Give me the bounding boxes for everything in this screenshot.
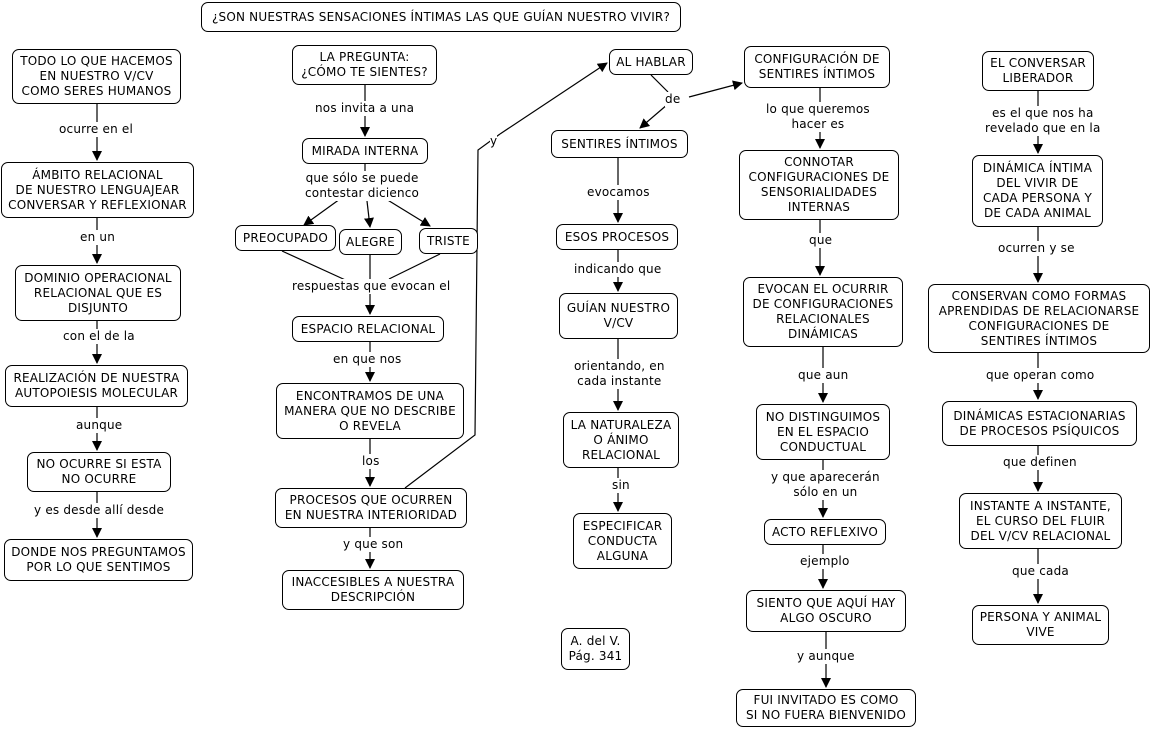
node-guian-nuestro: GUÍAN NUESTRO V/CV [559,293,678,339]
link-label: y que aparecerán sólo en un [771,470,880,500]
link-label: en que nos [333,352,402,367]
node-dominio-operacional: DOMINIO OPERACIONAL RELACIONAL QUE ES DI… [15,265,181,321]
node-evocan: EVOCAN EL OCURRIR DE CONFIGURACIONES REL… [743,277,903,347]
node-donde-nos-preguntamos: DONDE NOS PREGUNTAMOS POR LO QUE SENTIMO… [4,539,193,581]
link-label: y aunque [797,649,855,664]
node-triste: TRISTE [419,228,478,254]
link-label: que definen [1003,455,1077,470]
link-label: ocurren y se [998,241,1075,256]
node-dinamicas-estacionarias: DINÁMICAS ESTACIONARIAS DE PROCESOS PSÍQ… [942,401,1137,446]
link-label: los [362,454,380,469]
link-label: que cada [1012,564,1069,579]
node-no-ocurre: NO OCURRE SI ESTA NO OCURRE [27,452,171,492]
link-label: que aun [798,368,849,383]
node-procesos-que-ocurren: PROCESOS QUE OCURREN EN NUESTRA INTERIOR… [275,488,467,528]
link-label: es el que nos ha revelado que en la [985,106,1101,136]
connector-line [364,200,374,228]
connector-line [281,250,353,284]
link-label: ocurre en el [59,122,134,137]
link-label: lo que queremos hacer es [766,102,870,132]
node-el-conversar: EL CONVERSAR LIBERADOR [982,51,1094,91]
node-ambito-relacional: ÁMBITO RELACIONAL DE NUESTRO LENGUAJEAR … [1,162,194,218]
node-todo-lo-que-hacemos: TODO LO QUE HACEMOS EN NUESTRO V/CV COMO… [12,49,181,104]
node-espacio-relacional: ESPACIO RELACIONAL [292,316,444,342]
link-label: y [490,134,498,149]
node-mirada-interna: MIRADA INTERNA [302,138,428,164]
link-label: en un [80,230,116,245]
node-fui-invitado: FUI INVITADO ES COMO SI NO FUERA BIENVEN… [736,689,916,727]
node-especificar: ESPECIFICAR CONDUCTA ALGUNA [573,513,672,569]
node-conservan: CONSERVAN COMO FORMAS APRENDIDAS DE RELA… [928,284,1150,353]
connector-line [688,80,743,98]
connector-line [303,198,341,226]
node-al-hablar: AL HABLAR [609,49,693,75]
node-la-pregunta: LA PREGUNTA: ¿CÓMO TE SIENTES? [292,45,437,85]
link-label: que operan como [986,368,1095,383]
map-title: ¿SON NUESTRAS SENSACIONES ÍNTIMAS LAS QU… [201,2,681,32]
node-realizacion: REALIZACIÓN DE NUESTRA AUTOPOIESIS MOLEC… [5,365,188,407]
link-label: ejemplo [800,554,850,569]
link-label: respuestas que evocan el [292,279,451,294]
link-label: aunque [76,418,123,433]
connector-line [388,253,441,280]
connector-line [404,133,501,489]
node-siento: SIENTO QUE AQUÍ HAY ALGO OSCURO [746,590,906,632]
node-persona-y-animal: PERSONA Y ANIMAL VIVE [972,605,1109,645]
node-configuracion: CONFIGURACIÓN DE SENTIRES ÍNTIMOS [744,46,890,88]
connector-line [499,62,608,135]
link-label: y que son [343,537,404,552]
node-alegre: ALEGRE [339,229,402,255]
link-label: y es desde allí desde [34,503,165,518]
connector-line [385,198,431,227]
connector-line [650,74,669,93]
node-acto-reflexivo: ACTO REFLEXIVO [764,519,886,545]
link-label: nos invita a una [315,101,415,116]
node-esos-procesos: ESOS PROCESOS [556,224,678,250]
node-autor-referencia: A. del V. Pág. 341 [561,628,630,670]
link-label: con el de la [63,329,135,344]
node-la-naturaleza: LA NATURALEZA O ÁNIMO RELACIONAL [563,412,679,468]
link-label: evocamos [587,185,650,200]
connector-line [639,103,669,129]
node-connotar: CONNOTAR CONFIGURACIONES DE SENSORIALIDA… [739,150,899,220]
link-label: sin [612,478,630,493]
node-instante-a-instante: INSTANTE A INSTANTE, EL CURSO DEL FLUIR … [959,493,1122,549]
node-dinamica-intima: DINÁMICA ÍNTIMA DEL VIVIR DE CADA PERSON… [972,155,1103,227]
node-encontramos: ENCONTRAMOS DE UNA MANERA QUE NO DESCRIB… [276,383,464,439]
node-sentires-intimos: SENTIRES ÍNTIMOS [551,130,688,158]
node-inaccesibles: INACCESIBLES A NUESTRA DESCRIPCIÓN [282,570,464,610]
link-label: de [665,92,681,107]
link-label: orientando, en cada instante [574,359,665,389]
node-no-distinguimos: NO DISTINGUIMOS EN EL ESPACIO CONDUCTUAL [756,404,890,460]
link-label: que sólo se puede contestar dicienco [305,171,420,201]
link-label: que [809,233,833,248]
link-label: indicando que [574,262,662,277]
node-preocupado: PREOCUPADO [235,225,336,251]
